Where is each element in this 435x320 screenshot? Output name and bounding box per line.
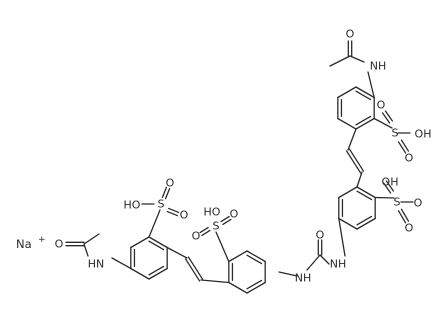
ring-a-to-s — [373, 117, 393, 129]
ring-a-to-nh — [367, 71, 375, 99]
urea-bond — [319, 254, 330, 265]
vinyl-bond — [347, 128, 357, 151]
ring-b-so-o2-label: O — [414, 197, 423, 210]
ring-c-inner-bond — [246, 279, 263, 290]
nh-to-carbonyl — [349, 55, 365, 63]
ring-b-oh-label: OH — [382, 176, 399, 189]
sulfonyl-double-bond — [164, 187, 171, 200]
vinyl-double-bond — [187, 256, 204, 280]
sulfonyl-double-bond — [381, 112, 391, 124]
hn-to-carbonyl — [83, 243, 89, 257]
sulfonyl-double-bond — [382, 182, 392, 194]
sulfonyl-double-bond — [167, 207, 180, 214]
sodium-ion-charge: + — [38, 235, 46, 245]
ring-c-s-label: S — [213, 220, 220, 233]
ring-b-nh-label: NH — [330, 258, 347, 271]
sulfonyl-double-bond — [220, 215, 230, 223]
urea-to-ring-c — [278, 271, 298, 277]
carbonyl-to-methyl — [83, 233, 100, 245]
ring-d-so-o-label: O — [166, 177, 175, 190]
sodium-ion-label: Na — [16, 237, 32, 251]
ring-a-nh-label: NH — [370, 60, 387, 73]
vinyl-bond — [200, 279, 230, 284]
sulfonyl-double-bond — [400, 208, 410, 222]
ring-c-bond — [246, 250, 266, 263]
ring-b-inner-bond — [356, 190, 373, 201]
ring-a-bond — [355, 117, 375, 130]
ring-d-bond — [148, 267, 168, 280]
urea-nh-label: NH — [295, 272, 312, 285]
ring-b-inner-bond — [356, 215, 373, 226]
vinyl-double-bond — [345, 150, 362, 174]
ring-d-hn-label: HN — [88, 258, 105, 271]
urea-o-label: O — [316, 229, 325, 242]
vinyl-double-bond — [184, 258, 201, 282]
ring-c-bond — [228, 281, 248, 294]
ring-d-bond — [148, 236, 168, 249]
ring-a-bond — [337, 117, 357, 130]
sulfonyl-double-bond — [397, 141, 407, 154]
ring-a-s-label: S — [392, 127, 399, 140]
sulfonyl-double-bond — [199, 226, 209, 234]
ring-b-to-nh — [338, 217, 346, 257]
ring-d-s-label: S — [158, 198, 165, 211]
ring-d-inner-bond — [148, 265, 165, 276]
ring-a-carbonyl-o-label: O — [346, 28, 355, 41]
ring-d-to-hn — [111, 257, 132, 270]
ring-a-bond — [355, 86, 375, 99]
vinyl-double-bond — [348, 148, 365, 172]
ring-c-bond — [246, 281, 266, 294]
vinyl-to-ring-b — [356, 171, 363, 188]
ring-a-inner-bond — [355, 90, 372, 101]
ring-b-bond — [338, 186, 358, 199]
ring-c-so-o-label: O — [192, 230, 201, 243]
ring-a-so-o2-label: O — [405, 152, 414, 165]
ring-c-inner-bond — [246, 254, 263, 265]
sulfonyl-double-bond — [222, 218, 232, 226]
urea-bond — [306, 254, 321, 271]
ring-c-so-o2-label: O — [230, 208, 239, 221]
ring-b-bond — [356, 217, 376, 230]
ring-d-inner-bond — [148, 240, 165, 251]
ring-b-to-s — [374, 196, 395, 199]
ring-d-bond — [130, 267, 150, 280]
ring-d-carbonyl-o-label: O — [55, 238, 64, 251]
bond-layer — [65, 40, 414, 294]
sulfonyl-double-bond — [384, 110, 394, 122]
ring-b-bond — [338, 217, 358, 230]
sulfonyl-double-bond — [201, 229, 211, 237]
ring-c-to-s — [215, 231, 230, 263]
sulfonyl-double-bond — [385, 180, 395, 192]
ring-d-so-o2-label: O — [180, 209, 189, 222]
sulfonyl-double-bond — [400, 139, 410, 152]
sulfonyl-double-bond — [161, 186, 168, 199]
carbonyl-to-methyl — [329, 55, 351, 67]
ring-d-bond — [130, 236, 150, 249]
ring-b-bond — [356, 186, 376, 199]
ring-d-ho-label: HO — [124, 199, 141, 212]
ring-d-to-s — [148, 209, 161, 238]
ring-c-bond — [228, 250, 248, 263]
sulfonyl-double-bond — [397, 210, 407, 224]
ring-a-inner-bond — [355, 115, 372, 126]
ring-b-s-label: S — [394, 196, 401, 209]
vinyl-to-ring-d — [166, 246, 188, 259]
ring-a-bond — [337, 86, 357, 99]
ring-a-so-o-label: O — [377, 99, 386, 112]
sulfonyl-double-bond — [166, 210, 179, 217]
ring-c-ho-label: HO — [204, 206, 221, 219]
ring-b-so-o-label: O — [405, 222, 414, 235]
ring-a-oh-label: OH — [415, 128, 432, 141]
